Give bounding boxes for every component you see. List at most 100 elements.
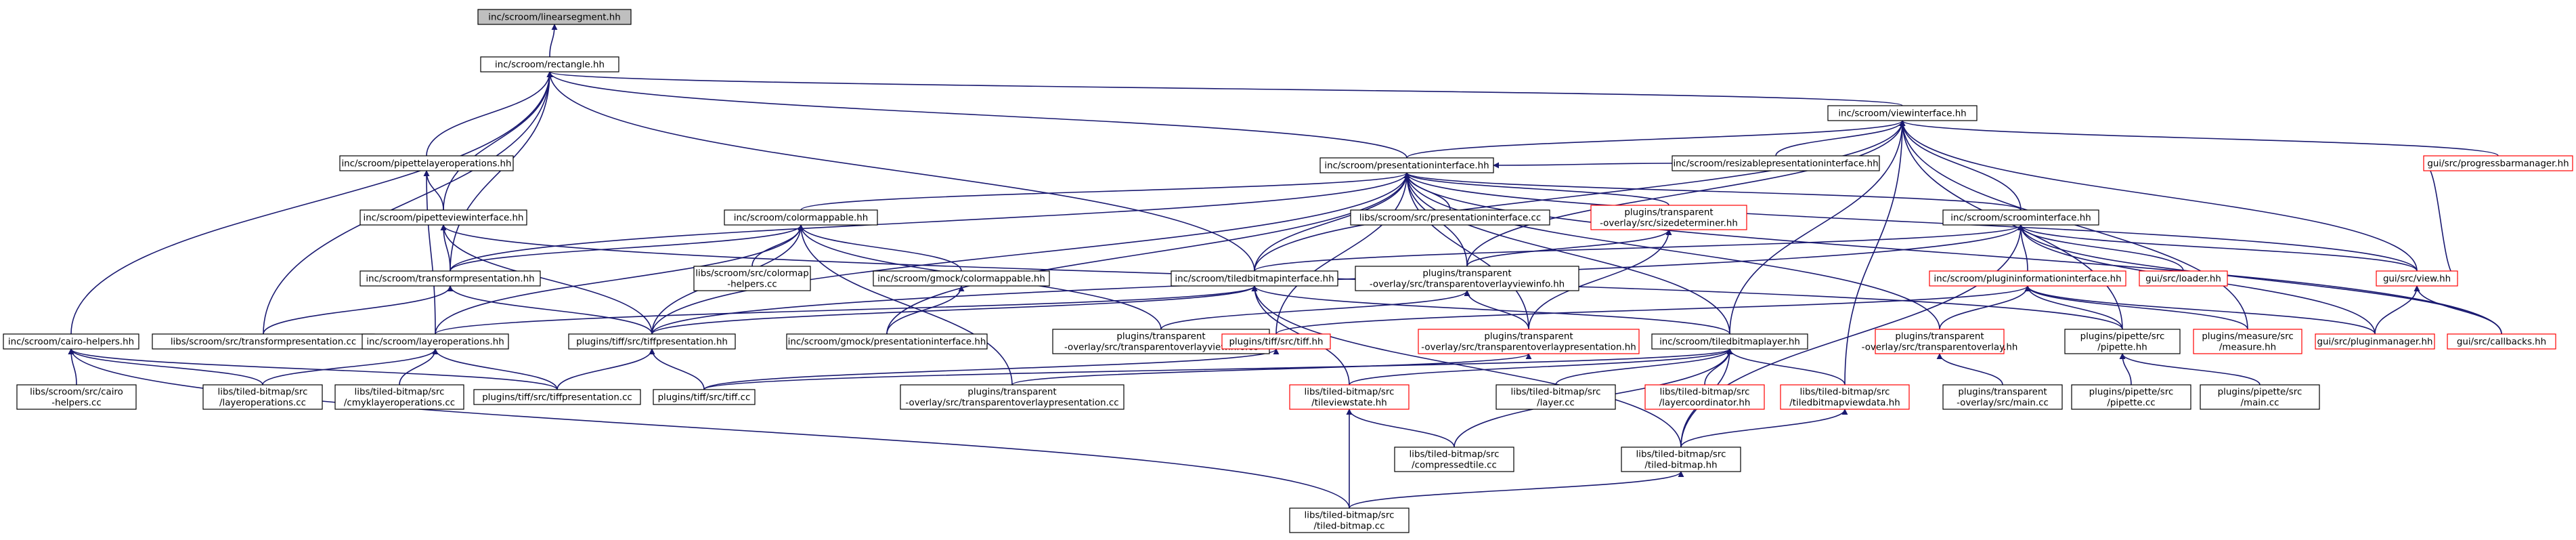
file-node-box (1780, 384, 1910, 410)
file-node-label: plugins/transparent (967, 388, 1056, 398)
file-node-cmyk_layeroperations_cc[interactable]: libs/tiled-bitmap/src/cmyklayeroperation… (334, 384, 464, 410)
file-node-view[interactable]: gui/src/view.hh (2376, 270, 2458, 287)
file-node-box (16, 384, 137, 410)
file-node-transparentoverlay_hh[interactable]: plugins/transparent-overlay/src/transpar… (1862, 329, 2018, 354)
file-node-box (473, 389, 641, 405)
include-edge-transformpresentation-to-pipetteviewinterface (440, 224, 451, 272)
include-edge-transparentoverlay_hh-to-plugininformationinterface (1939, 285, 2031, 330)
file-node-tiledbitmapinterface[interactable]: inc/scroom/tiledbitmapinterface.hh (1171, 270, 1338, 287)
file-node-tiff_hh[interactable]: plugins/tiff/src/tiff.hh (1221, 333, 1331, 350)
file-node-label: /pipette.hh (2097, 343, 2147, 353)
file-node-top_cc[interactable]: plugins/transparent-overlay/src/transpar… (900, 384, 1125, 410)
file-node-label: /cmyklayeroperations.cc (344, 398, 455, 409)
file-node-sizedeterminer[interactable]: plugins/transparent-overlay/src/sizedete… (1590, 205, 1747, 230)
file-node-box (2200, 384, 2320, 410)
file-node-label: /main.cc (2241, 398, 2279, 409)
include-edge-layeroperations-to-pipettelayerops (423, 170, 436, 335)
file-node-viewinterface[interactable]: inc/scroom/viewinterface.hh (1827, 105, 1978, 121)
file-node-layercoordinator[interactable]: libs/tiled-bitmap/src/layercoordinator.h… (1644, 384, 1765, 410)
file-node-gmock_colormappable[interactable]: inc/scroom/gmock/colormappable.hh (873, 270, 1050, 287)
file-node-plugininformationinterface[interactable]: inc/scroom/plugininformationinterface.hh (1929, 270, 2126, 287)
file-node-progressbarmanager[interactable]: gui/src/progressbarmanager.hh (2423, 155, 2573, 171)
file-node-transformpresentation_cc[interactable]: libs/scroom/src/transformpresentation.cc (152, 333, 375, 350)
file-node-tovi_cc[interactable]: plugins/transparent-overlay/src/transpar… (1052, 329, 1270, 354)
file-node-tovi_hh[interactable]: plugins/transparent-overlay/src/transpar… (1355, 266, 1579, 291)
file-node-box (1942, 209, 2099, 226)
file-node-box (1418, 329, 1640, 354)
file-node-callbacks[interactable]: gui/src/callbacks.hh (2447, 333, 2556, 350)
include-edge-colormappable-to-presentationinterface (800, 172, 1410, 211)
file-node-label: libs/tiled-bitmap/src (355, 388, 445, 398)
file-node-resizablepres[interactable]: inc/scroom/resizablepresentationinterfac… (1672, 155, 1880, 171)
file-node-label: plugins/pipette/src (2089, 388, 2174, 398)
file-node-tiffpresentation_cc[interactable]: plugins/tiff/src/tiffpresentation.cc (473, 389, 641, 405)
file-node-box (1394, 446, 1514, 472)
include-edge-top_cc-to-top_hh (1011, 353, 1532, 386)
file-node-pipette_cc[interactable]: plugins/pipette/src/pipette.cc (2071, 384, 2191, 410)
file-node-top_hh[interactable]: plugins/transparent-overlay/src/transpar… (1418, 329, 1640, 354)
include-edge-pluginmanager-to-plugininformationinterface (2024, 285, 2376, 335)
include-edge-scroominterface-to-viewinterface (1899, 120, 2022, 211)
file-node-label: inc/scroom/resizablepresentationinterfac… (1673, 159, 1878, 169)
file-node-tiffpresentation_hh[interactable]: plugins/tiff/src/tiffpresentation.hh (568, 333, 736, 350)
file-node-layeroperations[interactable]: inc/scroom/layeroperations.hh (362, 333, 509, 350)
file-node-to_main_cc[interactable]: plugins/transparent-overlay/src/main.cc (1942, 384, 2063, 410)
file-node-tiff_cc[interactable]: plugins/tiff/src/tiff.cc (653, 389, 756, 405)
file-node-box (1644, 384, 1765, 410)
file-node-box (900, 384, 1125, 410)
file-node-box (873, 270, 1050, 287)
include-edge-pipette_main_cc-to-pipette_hh (2119, 353, 2261, 386)
file-node-pluginmanager[interactable]: gui/src/pluginmanager.hh (2315, 333, 2435, 350)
file-node-measure_hh[interactable]: plugins/measure/src/measure.hh (2193, 329, 2302, 354)
file-node-presentationinterface[interactable]: inc/scroom/presentationinterface.hh (1319, 157, 1494, 173)
file-node-rectangle[interactable]: inc/scroom/rectangle.hh (480, 56, 619, 72)
file-node-label: inc/scroom/cairo-helpers.hh (8, 337, 134, 348)
file-node-label: plugins/transparent (1116, 332, 1205, 342)
file-node-pipette_main_cc[interactable]: plugins/pipette/src/main.cc (2200, 384, 2320, 410)
file-node-label: libs/tiled-bitmap/src (1511, 388, 1601, 398)
file-node-box (1942, 384, 2063, 410)
file-node-tb_layeroperations_cc[interactable]: libs/tiled-bitmap/src/layeroperations.cc (202, 384, 323, 410)
include-edge-compressedtile-to-tileviewstate (1346, 409, 1455, 448)
file-node-pipette_hh[interactable]: plugins/pipette/src/pipette.hh (2064, 329, 2181, 354)
file-node-tiledbitmap_hh[interactable]: libs/tiled-bitmap/src/tiled-bitmap.hh (1621, 446, 1741, 472)
file-node-tileviewstate[interactable]: libs/tiled-bitmap/src/tileviewstate.hh (1289, 384, 1410, 410)
include-edge-callbacks-to-presentationinterface (1403, 172, 2502, 335)
file-node-tiledbitmap_cc[interactable]: libs/tiled-bitmap/src/tiled-bitmap.cc (1289, 507, 1410, 533)
include-edge-view-to-presentationinterface (1403, 172, 2418, 272)
file-node-presentationinterface_cc[interactable]: libs/scroom/src/presentationinterface.cc (1350, 209, 1550, 226)
file-node-compressedtile[interactable]: libs/tiled-bitmap/src/compressedtile.cc (1394, 446, 1514, 472)
file-node-box (2315, 333, 2435, 350)
include-edge-resizablepres-to-presentationinterface (1493, 162, 1673, 169)
file-node-label: inc/scroom/viewinterface.hh (1838, 109, 1966, 119)
file-node-layer_cc[interactable]: libs/tiled-bitmap/src/layer.cc (1496, 384, 1616, 410)
file-node-pipetteviewinterface[interactable]: inc/scroom/pipetteviewinterface.hh (359, 209, 527, 226)
file-node-scroominterface[interactable]: inc/scroom/scroominterface.hh (1942, 209, 2099, 226)
include-edge-transformpresentation-to-rectangle (450, 71, 553, 272)
file-node-cairo_helpers[interactable]: inc/scroom/cairo-helpers.hh (3, 333, 139, 350)
file-node-pipettelayerops[interactable]: inc/scroom/pipettelayeroperations.hh (339, 155, 514, 171)
file-node-label: -overlay/src/transparentoverlaypresentat… (905, 398, 1118, 409)
file-node-box (480, 56, 619, 72)
file-node-label: inc/scroom/gmock/colormappable.hh (877, 274, 1045, 285)
file-node-gmock_presentationinterface[interactable]: inc/scroom/gmock/presentationinterface.h… (786, 333, 988, 350)
file-node-label: plugins/pipette/src (2218, 388, 2302, 398)
include-edge-tovi_hh-to-viewinterface (1466, 120, 1906, 267)
file-node-colormap_helpers[interactable]: libs/scroom/src/colormap-helpers.cc (693, 266, 811, 291)
file-node-loader[interactable]: gui/src/loader.hh (2139, 270, 2228, 287)
file-node-cairo_helpers_cc[interactable]: libs/scroom/src/cairo-helpers.cc (16, 384, 137, 410)
file-node-box (1651, 333, 1808, 350)
file-node-box (786, 333, 988, 350)
file-node-label: plugins/measure/src (2202, 332, 2293, 342)
file-node-label: /tiled-bitmap.hh (1644, 461, 1717, 471)
file-node-colormappable[interactable]: inc/scroom/colormappable.hh (724, 209, 878, 226)
include-edge-gmock_colormappable-to-colormappable (798, 224, 962, 272)
include-edge-tiledbitmapinterface-to-presentationinterface (1254, 172, 1410, 272)
file-node-box (1171, 270, 1338, 287)
file-node-label: /layer.cc (1537, 398, 1575, 409)
file-node-linearsegment[interactable]: inc/scroom/linearsegment.hh (477, 9, 632, 25)
file-node-transformpresentation[interactable]: inc/scroom/transformpresentation.hh (359, 270, 541, 287)
file-node-tiledbitmaplayer[interactable]: inc/scroom/tiledbitmaplayer.hh (1651, 333, 1808, 350)
include-edge-pluginmanager-to-view (2374, 285, 2420, 335)
file-node-tbviewdata[interactable]: libs/tiled-bitmap/src/tiledbitmapviewdat… (1780, 384, 1910, 410)
